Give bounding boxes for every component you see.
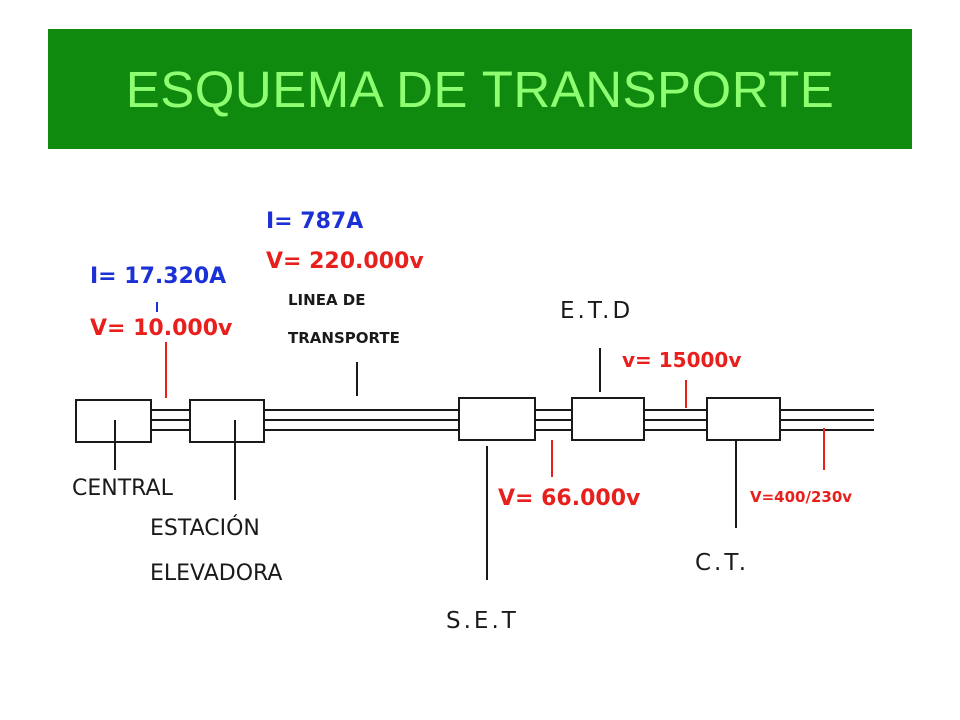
box-etd [571,397,645,441]
box-set [458,397,536,441]
label-etd: E.T.D [560,298,633,324]
label-i-central: I= 17.320A [90,264,226,289]
label-v-etd: v= 15000v [622,348,741,372]
label-estacion-1: ESTACIÓN [150,515,260,541]
label-central: CENTRAL [72,476,174,501]
label-v-set: V= 66.000v [498,486,641,511]
label-v-line: V= 220.000v [266,249,424,274]
label-set: S.E.T [446,608,519,634]
label-linea-1: LINEA DE [288,291,365,309]
label-estacion-2: ELEVADORA [150,561,282,586]
label-i-line: I= 787A [266,209,363,234]
box-estacion-elevadora [189,399,265,443]
title-banner: ESQUEMA DE TRANSPORTE [48,29,912,149]
colored-leaders [156,302,825,477]
black-leaders [114,348,737,580]
station-boxes [75,397,781,443]
label-ct: C.T. [695,550,749,576]
box-central [75,399,152,443]
box-ct [706,397,781,441]
page-title: ESQUEMA DE TRANSPORTE [125,60,835,118]
label-v-central: V= 10.000v [90,316,233,341]
label-linea-2: TRANSPORTE [288,329,400,347]
label-v-ct: V=400/230v [750,488,852,506]
